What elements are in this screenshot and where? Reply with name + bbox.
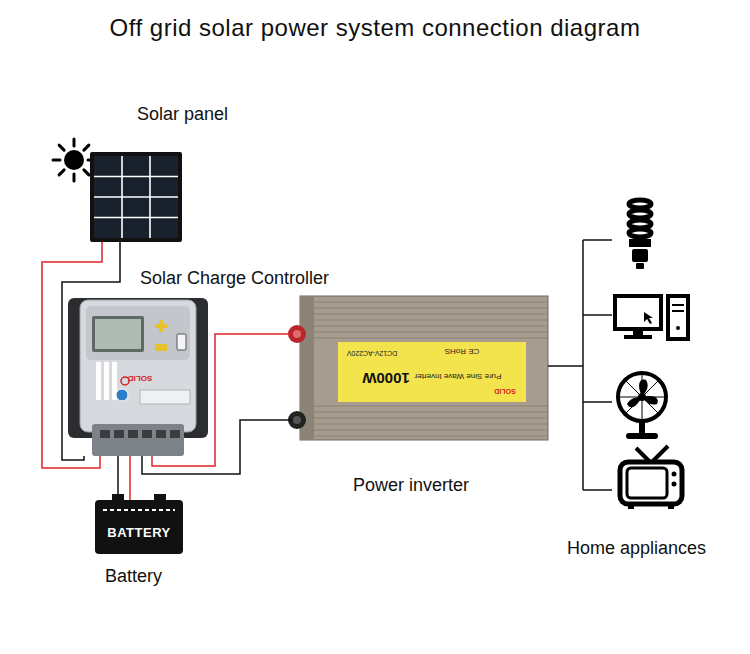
- wire: [42, 242, 102, 468]
- battery-dash: [103, 509, 175, 511]
- label-wrap: 1000W: [362, 369, 410, 387]
- power-inverter: Power inverter: [292, 296, 548, 440]
- heading-wrap: Battery: [105, 566, 162, 587]
- solar-panel-icon: [90, 152, 182, 242]
- heading-wrap: Solar panel: [137, 104, 228, 125]
- brand-mark: SOLID: [494, 388, 515, 395]
- heading-wrap: Solar Charge Controller: [140, 268, 329, 289]
- label-wrap: CE RoHS: [445, 345, 480, 363]
- wire: [62, 242, 120, 460]
- fan-icon: [618, 373, 666, 439]
- heading-wrap: Power inverter: [353, 475, 469, 496]
- rating-text: DC12V-AC220V: [347, 350, 398, 357]
- wire: [129, 456, 131, 500]
- wire: [142, 420, 292, 474]
- node-heading: Solar panel: [137, 104, 228, 124]
- node-heading: Battery: [105, 566, 162, 586]
- cert-mark: CE RoHS: [445, 347, 480, 356]
- inverter-device: [288, 296, 548, 440]
- label-wrap: SOLID: [494, 385, 515, 403]
- brand-mark: SOLID: [128, 374, 152, 383]
- label-wrap: Pure Sine Wave Inverter: [415, 370, 502, 388]
- computer-icon: [615, 296, 688, 339]
- power-rating: 1000W: [362, 370, 410, 387]
- sun-icon: [53, 139, 95, 181]
- battery-shape: [95, 494, 183, 554]
- tv-icon: [620, 446, 682, 509]
- node-text: BATTERY: [107, 525, 170, 540]
- node-body: BATTERY: [95, 494, 183, 554]
- battery: BATTERYBattery: [95, 494, 183, 554]
- diagram-title: Off grid solar power system connection d…: [110, 14, 641, 41]
- wire: [152, 334, 292, 466]
- wire: [548, 365, 583, 367]
- node-heading: Solar Charge Controller: [140, 268, 329, 288]
- node-heading: Power inverter: [353, 475, 469, 495]
- solar-panel: Solar panel: [90, 152, 182, 242]
- appliance-bus: [583, 240, 612, 490]
- label-wrap: SOLID: [128, 372, 152, 390]
- wire: [117, 456, 119, 500]
- node-heading: Home appliances: [567, 538, 706, 558]
- heading-wrap: Home appliances: [567, 538, 706, 559]
- battery-body: [95, 500, 183, 554]
- label-wrap: DC12V-AC220V: [347, 347, 398, 365]
- home-appliances: Home appliances: [583, 190, 703, 515]
- battery-terminal: [154, 494, 166, 501]
- title-wrap: Off grid solar power system connection d…: [0, 14, 750, 42]
- battery-terminal: [112, 494, 124, 501]
- bulb-icon: [629, 200, 651, 269]
- charge-controller-device: [68, 298, 208, 456]
- product-name: Pure Sine Wave Inverter: [415, 372, 502, 381]
